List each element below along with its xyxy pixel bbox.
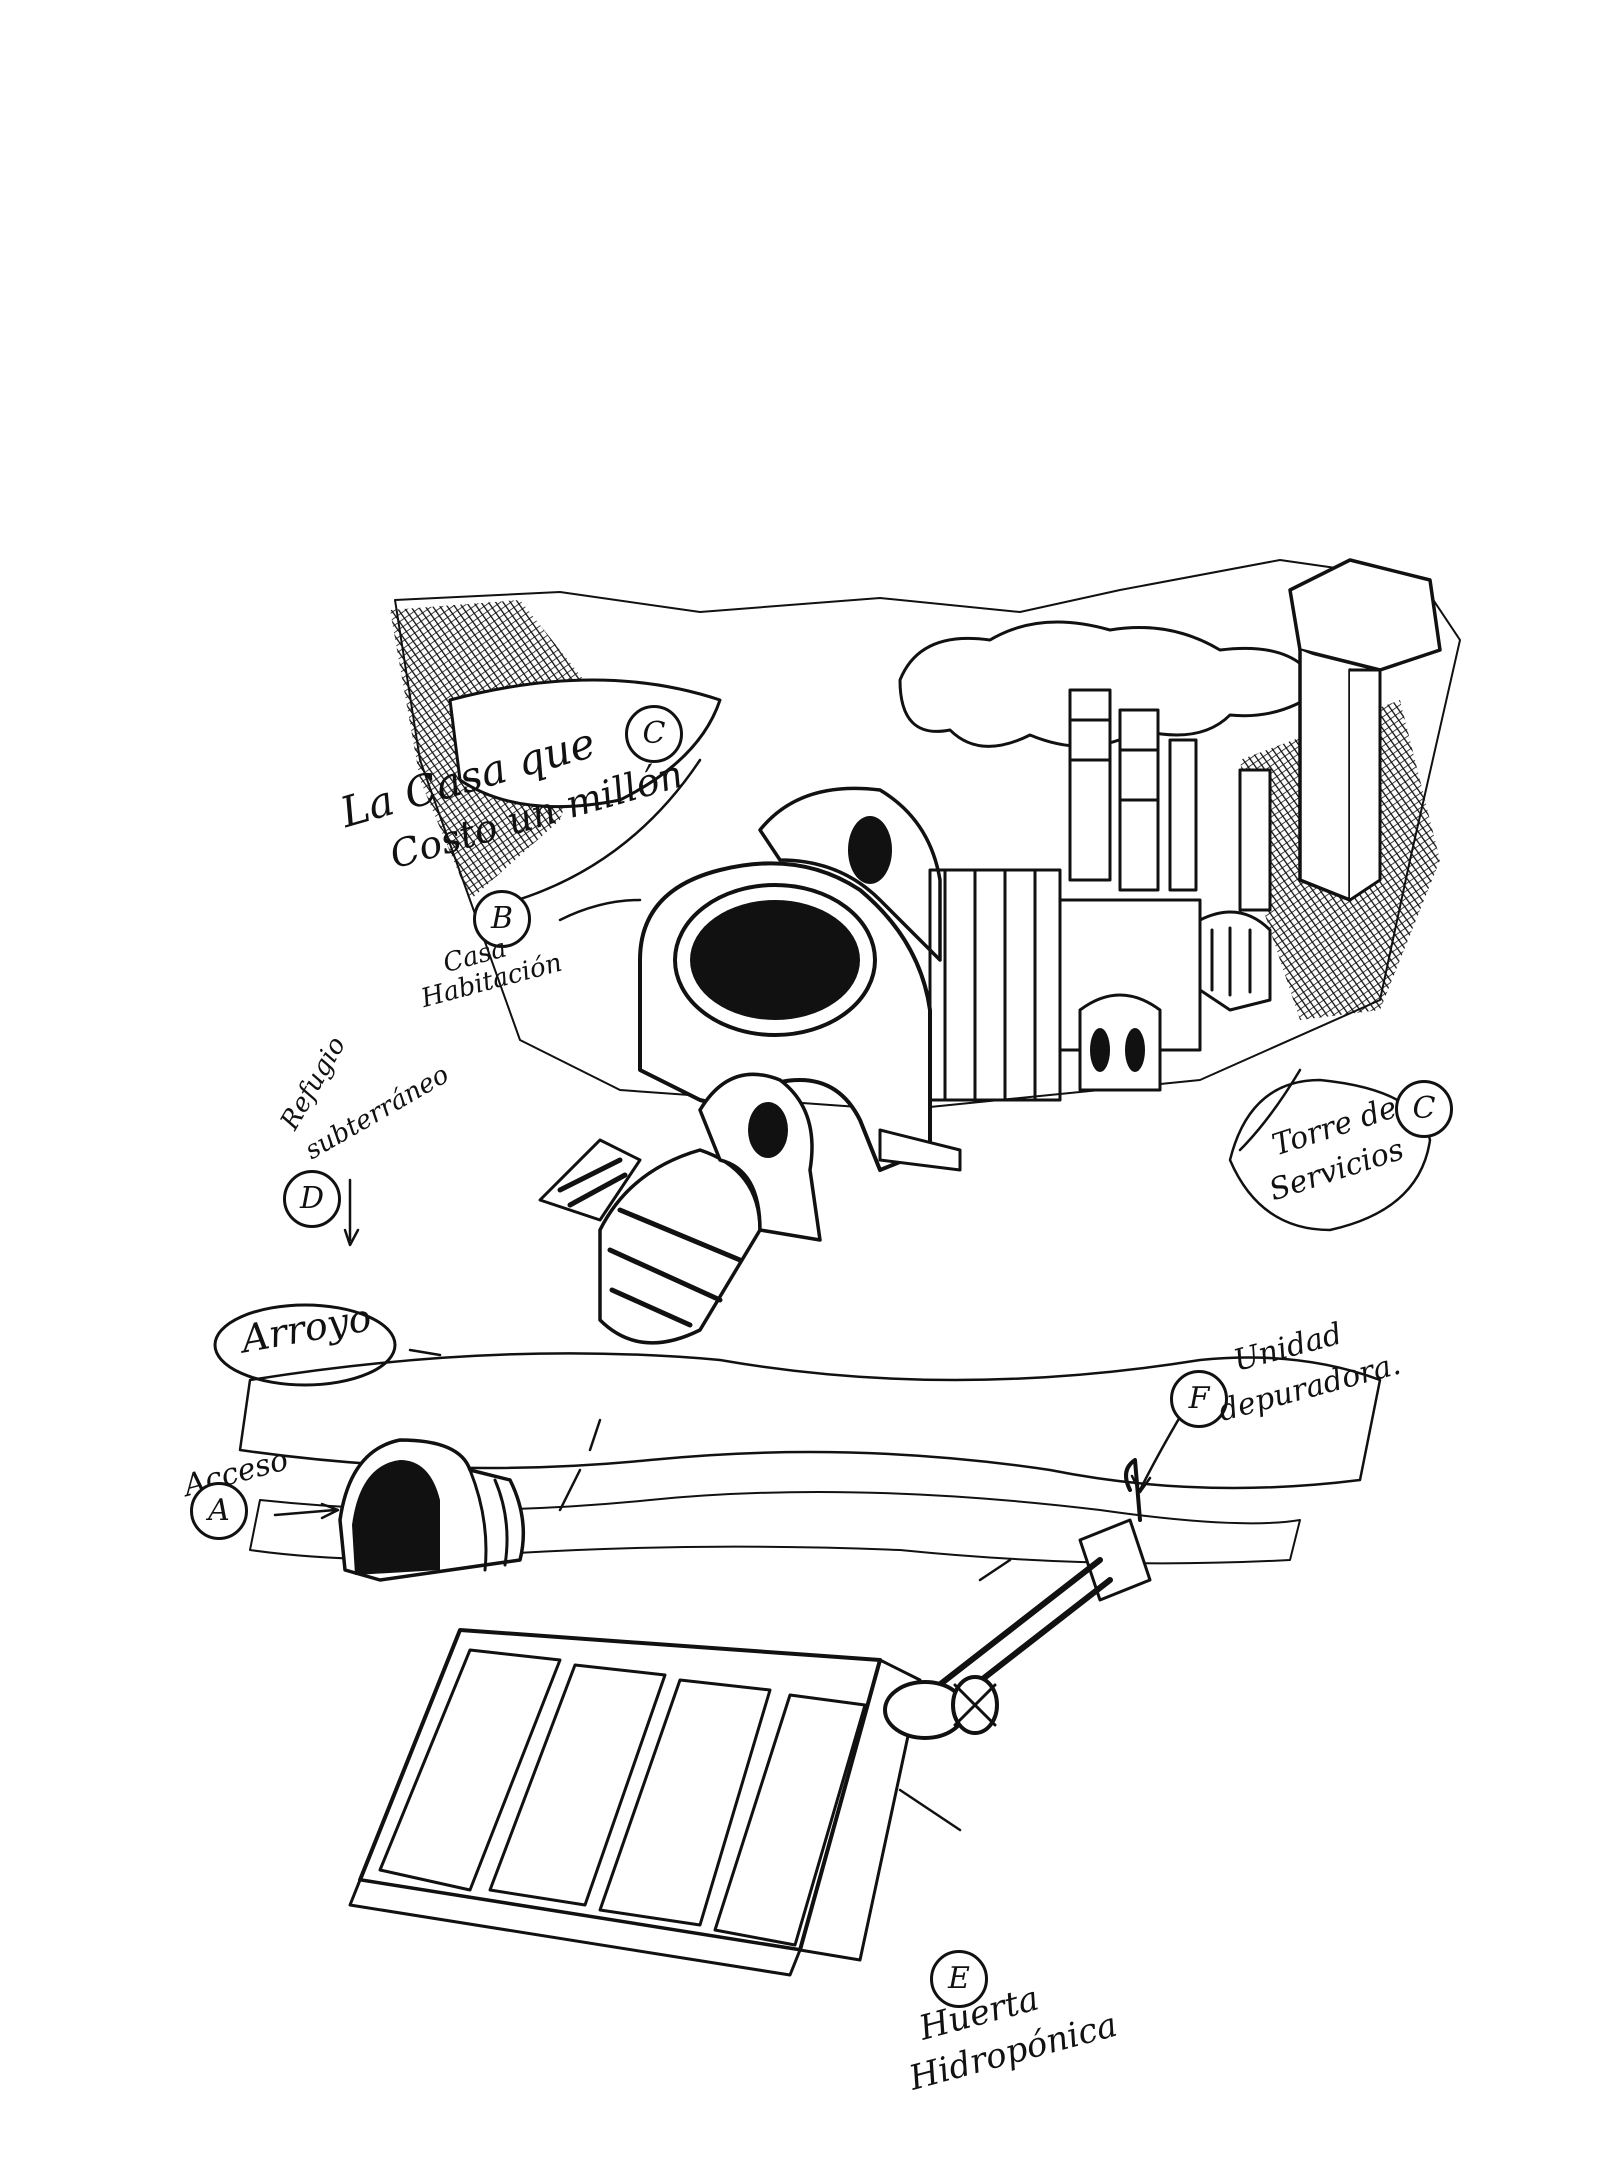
torre-bubble bbox=[1228, 1078, 1432, 1232]
marker-c-top: C bbox=[625, 705, 683, 763]
marker-b: B bbox=[473, 890, 531, 948]
marker-c-tower: C bbox=[1395, 1080, 1453, 1138]
arroyo-bubble bbox=[213, 1303, 397, 1387]
marker-e: E bbox=[930, 1950, 988, 2008]
ribbed-capsule bbox=[538, 1072, 822, 1345]
marker-a: A bbox=[190, 1482, 248, 1540]
marker-f: F bbox=[1170, 1370, 1228, 1428]
purification-unit bbox=[883, 1458, 1152, 1740]
marker-d: D bbox=[283, 1170, 341, 1228]
access-tunnel bbox=[338, 1438, 526, 1582]
service-tower bbox=[1068, 558, 1442, 912]
hydroponic-greenhouse bbox=[348, 1628, 922, 1977]
